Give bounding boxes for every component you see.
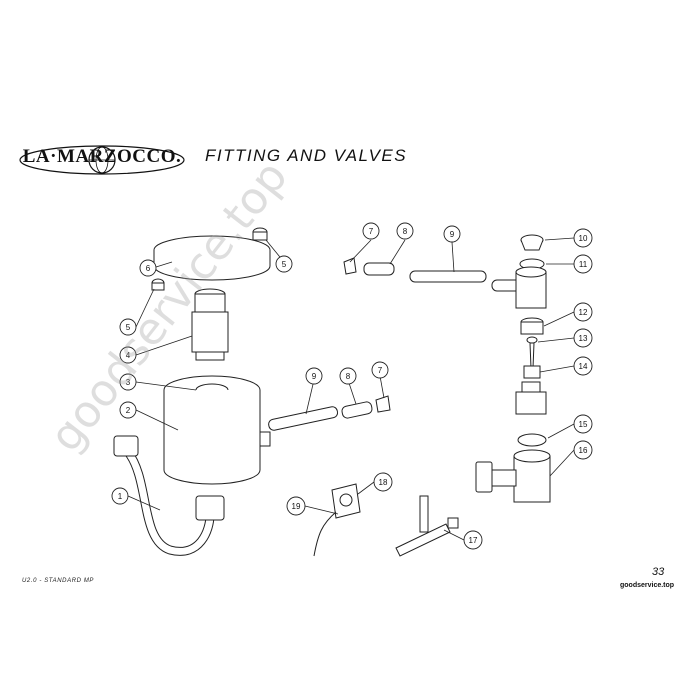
callout-5-left: 5 [126, 323, 131, 332]
part-10-cap[interactable] [520, 234, 544, 251]
part-9-tube-upper[interactable] [409, 270, 487, 283]
callout-9-upper: 9 [450, 230, 455, 239]
callout-17: 17 [469, 536, 478, 545]
page-number: 33 [652, 566, 665, 578]
globe-emblem-icon [19, 145, 185, 175]
brand-logo: LA·MARZOCCO. [18, 128, 186, 192]
part-14-nut[interactable] [523, 365, 541, 379]
part-8-tube-upper[interactable] [363, 262, 395, 276]
part-7-clip-upper[interactable] [343, 257, 357, 275]
callout-7-upper: 7 [369, 227, 374, 236]
callout-14: 14 [579, 362, 588, 371]
callout-5-top: 5 [282, 260, 287, 269]
page-title: FITTING AND VALVES [205, 146, 408, 165]
part-4-valve[interactable] [191, 288, 229, 361]
callout-15: 15 [579, 420, 588, 429]
callout-6: 6 [146, 264, 151, 273]
callout-8-upper: 8 [403, 227, 408, 236]
part-2-tank[interactable] [163, 375, 271, 485]
part-7-clip-lower[interactable] [375, 395, 391, 413]
callout-12: 12 [579, 308, 588, 317]
part-5-screw-left[interactable] [151, 278, 165, 291]
callout-18: 18 [379, 478, 388, 487]
callout-2: 2 [126, 406, 131, 415]
part-15-washer[interactable] [517, 433, 547, 447]
part-17-t-fitting[interactable] [395, 495, 459, 557]
callout-7-lower: 7 [378, 366, 383, 375]
callout-11: 11 [579, 260, 588, 269]
part-6-cap[interactable] [153, 235, 271, 281]
part-18-sensor[interactable] [331, 483, 361, 519]
callout-8-lower: 8 [346, 372, 351, 381]
brand-name: LA·MARZOCCO. [22, 146, 182, 167]
connector-fitting[interactable] [515, 381, 547, 415]
callout-19: 19 [292, 502, 301, 511]
part-9-tube-lower[interactable] [268, 406, 339, 431]
part-8-tube-lower[interactable] [341, 401, 373, 419]
callout-4: 4 [126, 351, 131, 360]
source-site: goodservice.top [620, 582, 675, 589]
callout-10: 10 [579, 234, 588, 243]
part-12-nut[interactable] [520, 317, 544, 335]
callout-9-lower: 9 [312, 372, 317, 381]
callout-3: 3 [126, 378, 131, 387]
callout-1: 1 [118, 492, 123, 501]
callout-16: 16 [579, 446, 588, 455]
part-1-pipe[interactable] [113, 435, 225, 556]
callout-13: 13 [579, 334, 588, 343]
part-19-wire[interactable] [313, 511, 337, 557]
part-16-elbow[interactable] [475, 449, 551, 503]
part-5-screw-top[interactable] [252, 227, 268, 241]
part-13-pin[interactable] [526, 336, 538, 369]
elbow-fitting[interactable] [491, 266, 547, 309]
model-label: U2.0 - STANDARD MP [22, 578, 95, 584]
